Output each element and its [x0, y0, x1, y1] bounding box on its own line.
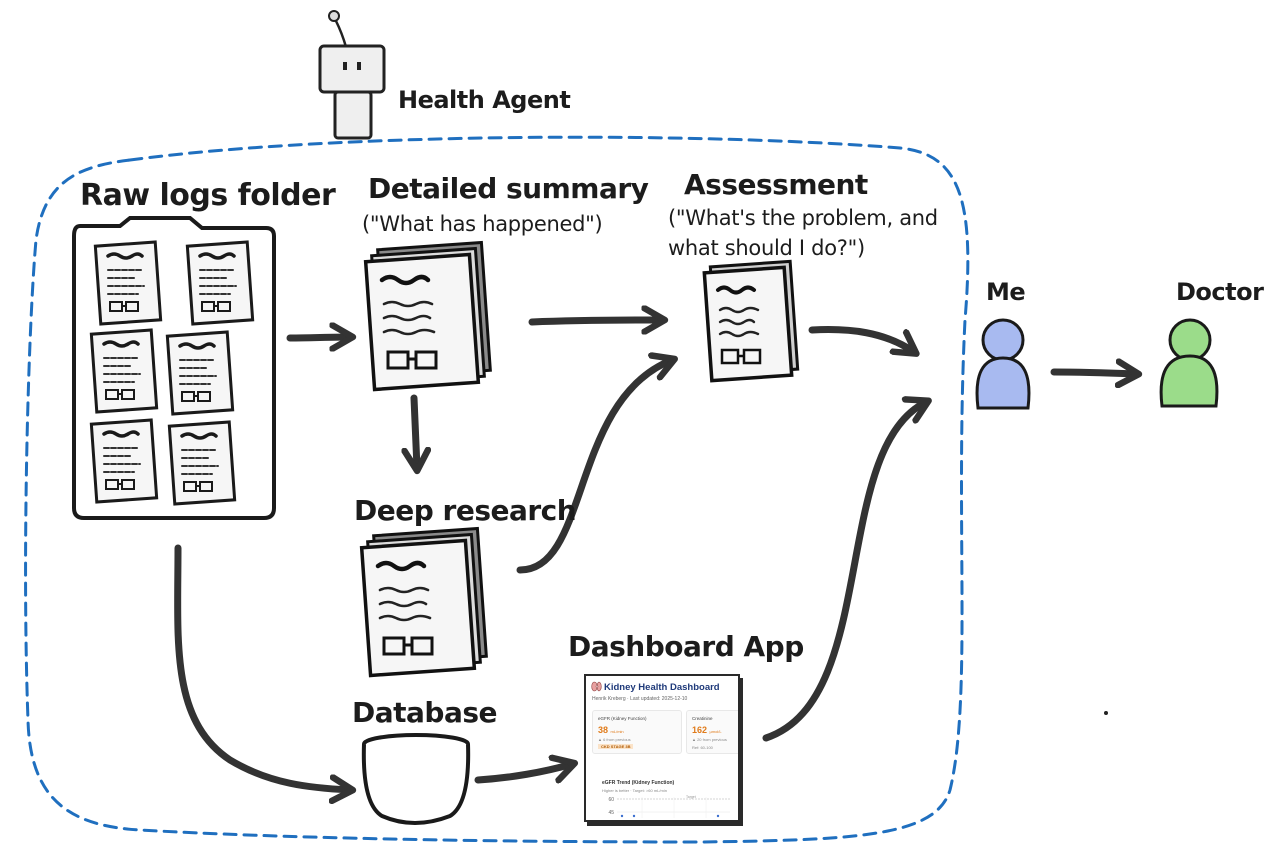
arrow-deep-research-to-assessment: [516, 360, 672, 574]
assessment-sublabel-line-1: ("What's the problem, and: [668, 206, 938, 230]
assessment-label: Assessment: [684, 168, 868, 201]
health-agent-label: Health Agent: [398, 86, 571, 114]
arrow-me-to-doctor: [1050, 372, 1136, 374]
dashboard-subtitle: Henrik Kreberg · Last updated: 2025-12-1…: [592, 696, 688, 702]
arrow-raw-to-summary: [286, 337, 350, 338]
agent-boundary: [24, 135, 970, 844]
stray-dot: [1104, 711, 1108, 715]
target-line-label: Target: [686, 795, 696, 799]
trend-subtitle: Higher is better · Target: >60 mL/min: [602, 788, 667, 793]
card-label: eGFR (Kidney Function): [598, 716, 647, 721]
card-ref: Ref: 60-100: [692, 745, 713, 750]
raw-logs-folder-icon: [72, 216, 276, 520]
creatinine-card: Creatinine 162 µmol/L ▲ 20 from previous…: [686, 710, 738, 754]
assessment-sublabel-line-2: what should I do?"): [668, 236, 865, 260]
trend-tick: 60: [608, 797, 614, 803]
card-value: 162 µmol/L: [692, 725, 722, 735]
arrow-database-to-dashboard: [474, 764, 572, 780]
arrow-summary-to-deep-research: [414, 394, 417, 468]
summary-docs-icon: [366, 243, 491, 390]
egfr-card: eGFR (Kidney Function) 38 mL/min ▲ 6 fro…: [592, 710, 682, 754]
me-person-icon: [975, 318, 1031, 410]
kidney-icon: [591, 681, 602, 692]
raw-logs-folder-label: Raw logs folder: [80, 178, 336, 213]
database-label: Database: [352, 696, 498, 729]
doctor-label: Doctor: [1176, 278, 1264, 306]
arrow-assessment-to-me: [808, 326, 914, 352]
assessment-doc-icon: [702, 259, 800, 383]
card-delta: ▲ 20 from previous: [692, 737, 727, 742]
card-value: 38 mL/min: [598, 725, 624, 735]
detailed-summary-sublabel: ("What has happened"): [362, 212, 603, 236]
arrow-raw-to-database: [174, 544, 350, 790]
dashboard-app-label: Dashboard App: [568, 630, 804, 663]
doctor-person-icon: [1159, 318, 1219, 408]
status-badge: CKD STAGE 3B: [598, 744, 634, 749]
detailed-summary-label: Detailed summary: [368, 172, 649, 205]
health-agent-robot-icon: [318, 10, 386, 140]
dashboard-title: Kidney Health Dashboard: [604, 682, 720, 693]
arrow-summary-to-assessment: [528, 320, 662, 322]
card-delta: ▲ 6 from previous: [598, 737, 631, 742]
trend-mini-chart: 60 45 Target: [608, 795, 730, 818]
deep-research-docs-icon: [362, 529, 487, 676]
dashboard-preview: Kidney Health Dashboard Henrik Kreberg ·…: [584, 674, 740, 822]
deep-research-label: Deep research: [354, 494, 577, 527]
database-icon: [361, 733, 471, 825]
card-label: Creatinine: [692, 716, 713, 721]
trend-title: eGFR Trend (Kidney Function): [602, 780, 675, 786]
trend-tick: 45: [608, 810, 614, 816]
me-label: Me: [986, 278, 1026, 306]
arrow-dashboard-to-me: [762, 402, 926, 742]
